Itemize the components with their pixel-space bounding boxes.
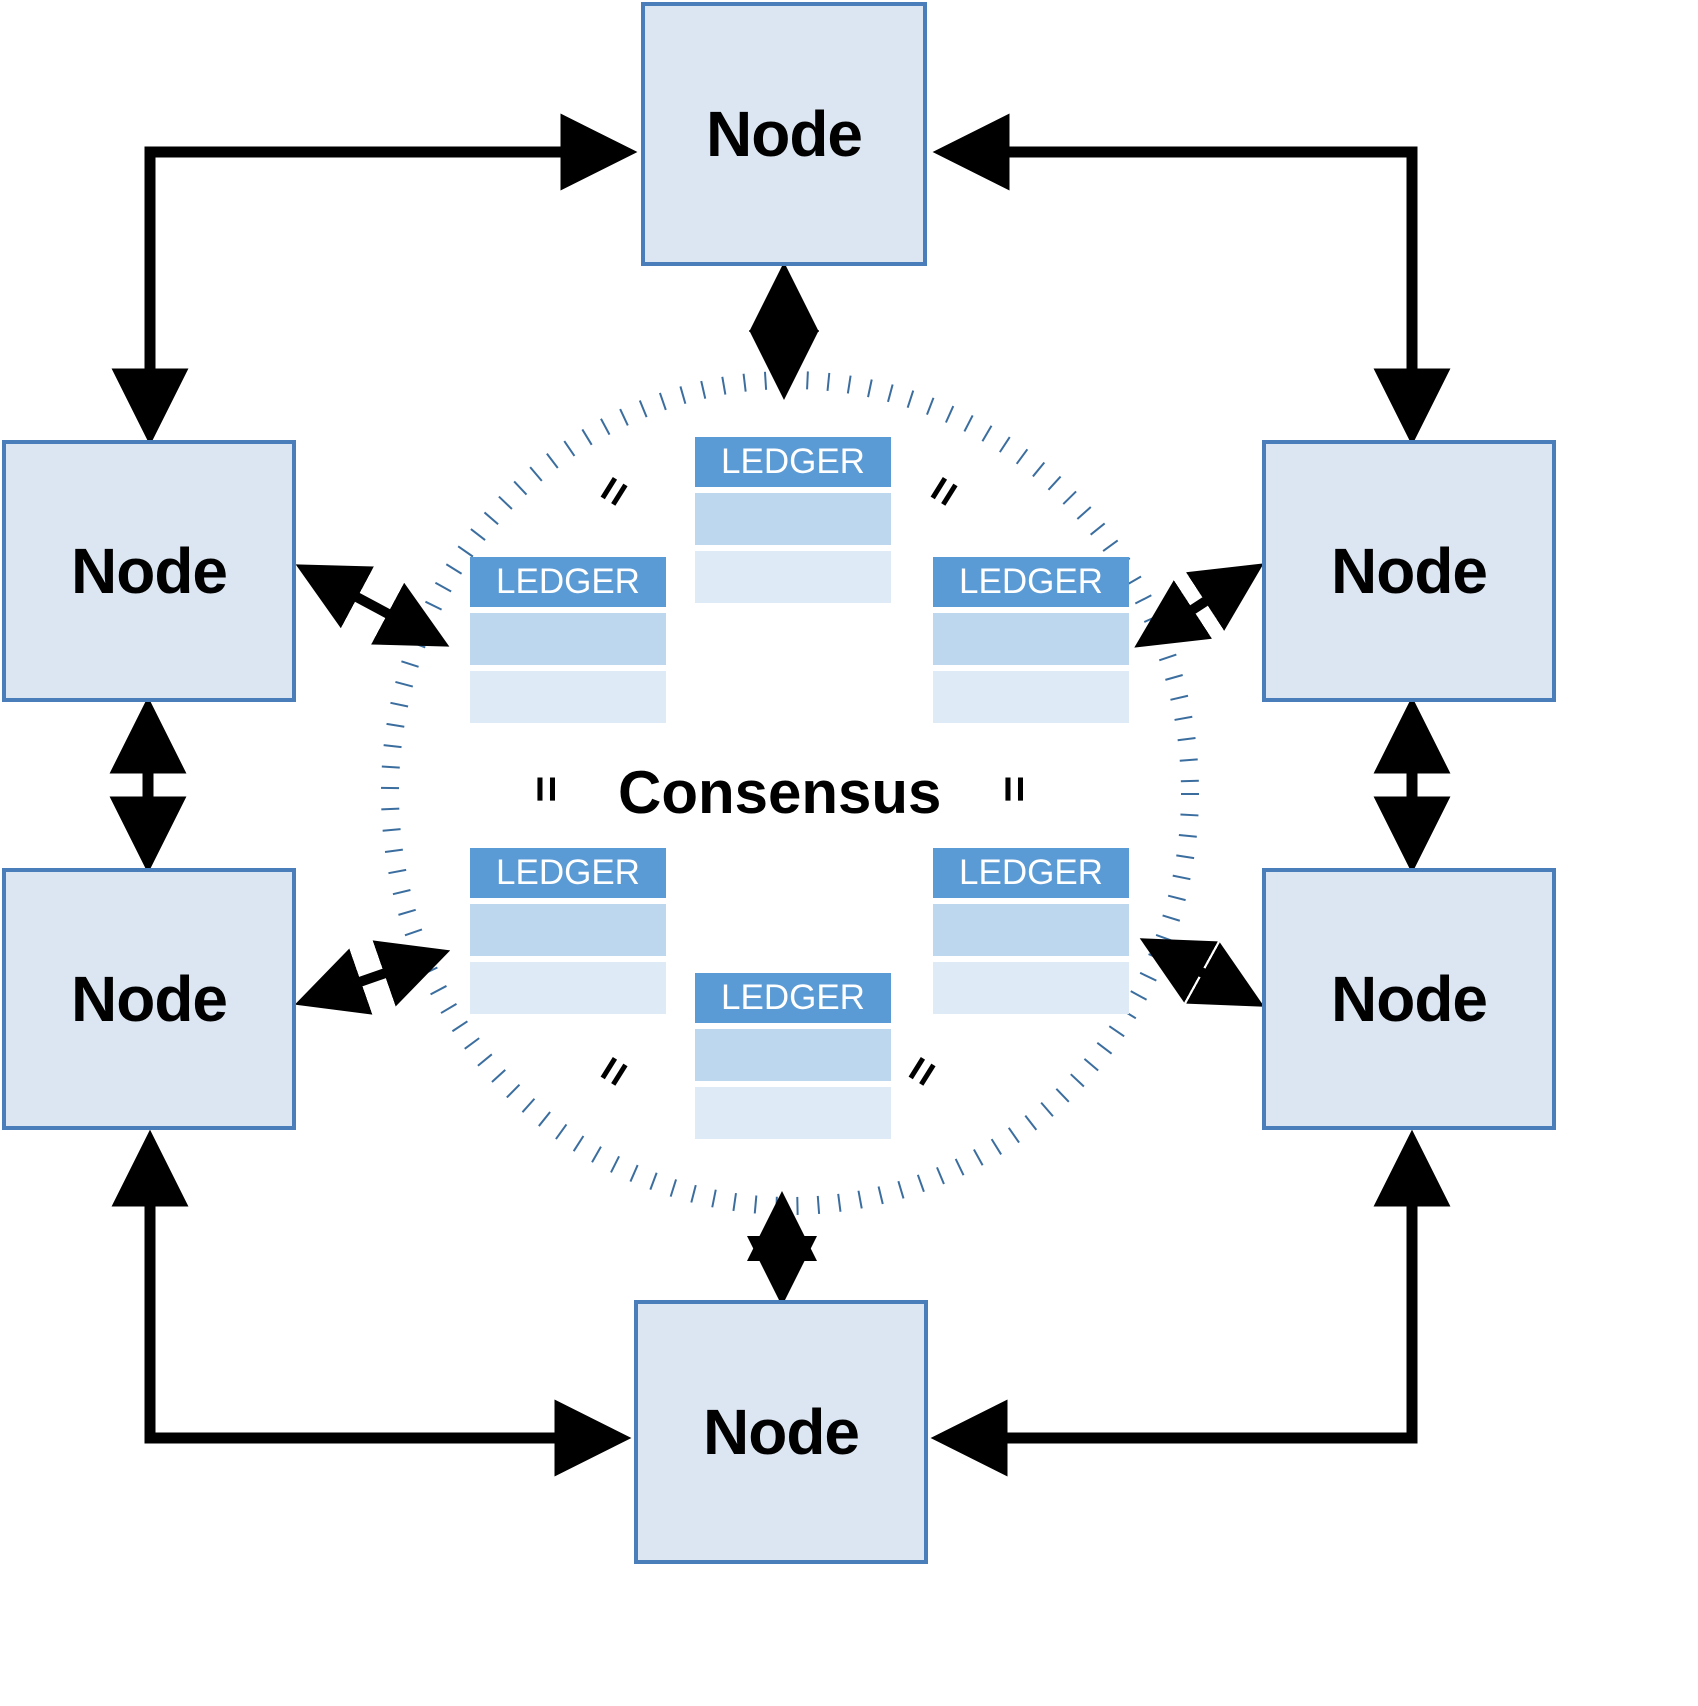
consensus-label: Consensus <box>618 759 942 826</box>
node-label: Node <box>703 1396 860 1468</box>
node-label: Node <box>1331 535 1488 607</box>
ledger-top[interactable]: LEDGER <box>695 437 891 603</box>
node-right-upper[interactable]: Node <box>1262 440 1556 702</box>
node-left-lower[interactable]: Node <box>2 868 296 1130</box>
ledger-header: LEDGER <box>933 557 1129 607</box>
ledger-row-mid <box>933 613 1129 665</box>
arrow-topleft-route <box>111 113 638 446</box>
ledger-lower-left[interactable]: LEDGER <box>470 848 666 1014</box>
arrow-left-upper-center <box>295 564 450 647</box>
arrow-topright-route <box>932 113 1451 446</box>
ledger-row-low <box>933 962 1129 1014</box>
ledger-header: LEDGER <box>470 848 666 898</box>
ledger-upper-left[interactable]: LEDGER <box>470 557 666 723</box>
ledger-upper-right[interactable]: LEDGER <box>933 557 1129 723</box>
node-top[interactable]: Node <box>641 2 927 266</box>
consensus-boundary-circle <box>381 371 1199 1215</box>
ledger-row-mid <box>470 904 666 956</box>
ledger-lower-right[interactable]: LEDGER <box>933 848 1129 1014</box>
equals-mark-mid-left: = <box>519 775 572 803</box>
ledger-header: LEDGER <box>695 973 891 1023</box>
node-left-upper[interactable]: Node <box>2 440 296 702</box>
ledger-row-mid <box>470 613 666 665</box>
ledger-header: LEDGER <box>695 437 891 487</box>
ledger-row-mid <box>695 1029 891 1081</box>
node-label: Node <box>71 963 228 1035</box>
ledger-row-low <box>470 671 666 723</box>
node-bottom[interactable]: Node <box>634 1300 928 1564</box>
ledger-row-low <box>695 1087 891 1139</box>
ledger-header: LEDGER <box>933 848 1129 898</box>
ledger-row-low <box>470 962 666 1014</box>
ledger-row-low <box>695 551 891 603</box>
arrow-bottomright-route <box>930 1129 1451 1477</box>
node-right-lower[interactable]: Node <box>1262 868 1556 1130</box>
arrow-right-upper-center <box>1134 563 1264 648</box>
arrow-left-lower-center <box>294 940 451 1015</box>
ledger-header: LEDGER <box>470 557 666 607</box>
node-label: Node <box>706 98 863 170</box>
ledger-bottom[interactable]: LEDGER <box>695 973 891 1139</box>
node-label: Node <box>71 535 228 607</box>
ledger-row-mid <box>695 493 891 545</box>
arrow-bottomleft-route <box>111 1129 632 1477</box>
arrow-right-lower-center <box>1139 938 1265 1007</box>
ledger-row-mid <box>933 904 1129 956</box>
node-label: Node <box>1331 963 1488 1035</box>
ledger-row-low <box>933 671 1129 723</box>
equals-mark-mid-right: = <box>987 775 1040 803</box>
